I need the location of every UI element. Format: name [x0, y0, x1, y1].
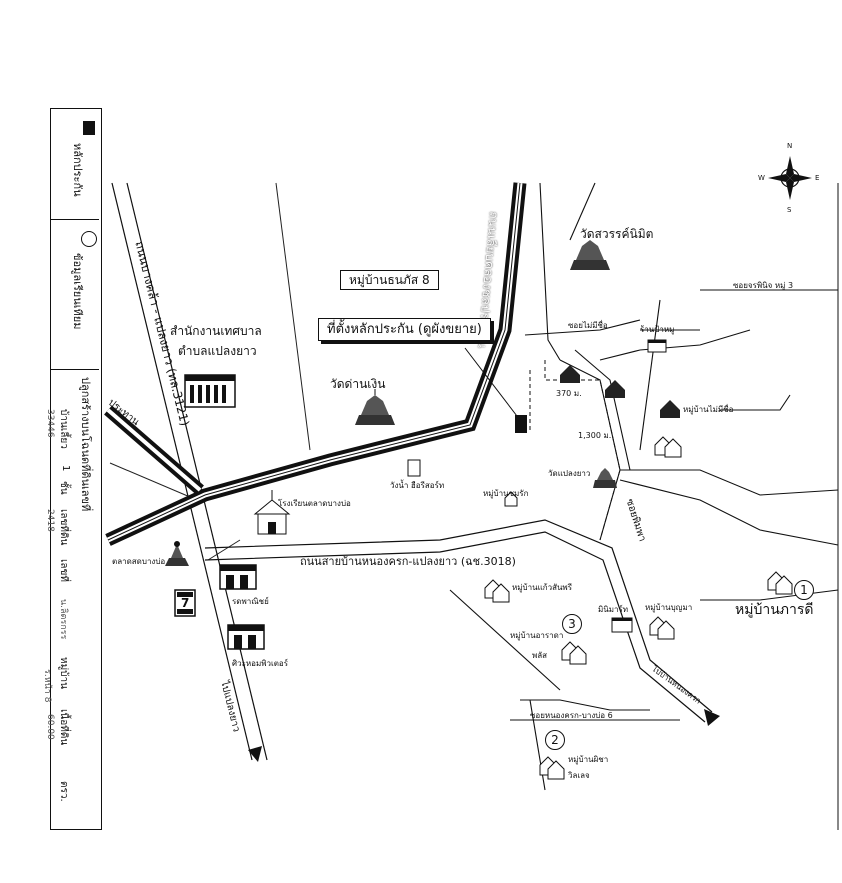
compass-e: E [815, 174, 820, 182]
village-no-value: 1 [60, 465, 71, 472]
area-value: 60.00 [45, 714, 55, 740]
deed-header: ปลูกสร้างบนโฉนดที่ดินเลขที่ [79, 377, 92, 512]
marker-num-2: 2 [545, 730, 565, 750]
shop-icon [647, 339, 667, 353]
label-village-chomrak: หมู่บ้านชมรัก [483, 489, 529, 498]
area-unit: ตรว. [58, 781, 69, 802]
subdistrict-value: น.ลิตรกรร [58, 599, 68, 640]
minor-road-3 [207, 539, 241, 561]
compass-s: S [787, 206, 792, 214]
label-village-arada-2: พลัส [532, 651, 548, 660]
label-municipal-office-1: สำนักงานเทศบาล [170, 324, 262, 338]
label-village-thanaphon: หมู่บ้านธนภัส 8 [340, 270, 439, 290]
label-seven-eleven: 7 [181, 596, 190, 610]
label-village-phisa-2: วิลเลจ [568, 771, 590, 780]
label-village-phisa-1: หมู่บ้านผิชา [568, 755, 609, 764]
land-no-value: 2418 [45, 509, 55, 532]
legend-site-label: ข้อมูลเรียนเทียม [71, 253, 84, 330]
road-prathan [104, 405, 204, 495]
label-village-bunma: หมู่บ้านบุญมา [645, 603, 693, 612]
label-village-phaphada: หมู่บ้านภารดี [735, 602, 814, 618]
label-village-arada-1: หมู่บ้านอาราดา [510, 631, 564, 640]
road-arrow [248, 746, 262, 762]
seven-eleven-icon [174, 589, 196, 617]
area-label: เนื้อที่ดิน [58, 709, 69, 746]
village-no-label: บ้านเลี้ยว [58, 409, 69, 449]
road-canal [105, 182, 527, 546]
label-pork-shop: ร้านป้าหมู [640, 325, 675, 334]
label-wat-sawan: วัดสวรรค์นิมิต [580, 227, 654, 241]
label-wat-dan-ngoen: วัดด่านเงิน [330, 377, 386, 391]
temple-icon [570, 240, 610, 270]
boundary-mark-icon [83, 121, 95, 135]
label-market: ตลาดสดบางบ่อ [112, 557, 166, 566]
label-water-tank: วังน้ำ ฮือรีสอร์ท [390, 481, 445, 490]
road-label-sai: ถนนสายบ้านหนองครก-แปลงยาว (ฉช.3018) [300, 555, 516, 568]
label-dist-1300: 1,300 ม. [578, 431, 612, 440]
market-icon [165, 541, 189, 566]
temple-icon [593, 468, 617, 488]
road-label-soi-phinit: ซอยจรพินิจ หมู่ 3 [733, 281, 794, 290]
water-tank-icon [407, 459, 421, 477]
site-leader [464, 347, 521, 421]
site-marker [515, 415, 527, 433]
legend-boundary-label: หลักประกัน [71, 143, 84, 197]
floor-label: ชั้น [58, 481, 69, 495]
legend-cell-deed: ปลูกสร้างบนโฉนดที่ดินเลขที่ บ้านเลี้ยว 1… [42, 369, 99, 829]
minor-road-1 [275, 182, 311, 451]
road-label-soi-nongkhrok: ซอยหนองครก-บางบ่อ 6 [530, 711, 613, 720]
land-no-label: เลขที่ [58, 559, 69, 582]
label-shop-2: ศิวะหอมพิวเตอร์ [232, 659, 289, 668]
label-municipal-office-2: ตำบลแปลงยาว [178, 344, 257, 358]
sai-road-arrow [704, 709, 720, 726]
school-icon [253, 490, 291, 535]
label-collateral-site: ที่ตั้งหลักประกัน (ดูผังขยาย) [318, 318, 491, 341]
office-building-icon [184, 374, 236, 408]
marker-num-1: 1 [794, 580, 814, 600]
legend-panel: หลักประกัน ข้อมูลเรียนเทียม ปลูกสร้างบนโ… [42, 108, 102, 830]
label-wat-plaengyao: วัดแปลงยาว [548, 469, 591, 478]
compass-n: N [787, 142, 793, 150]
road-label-soi-no-name: ซอยไม่มีชื่อ [568, 321, 608, 330]
legend-cell-boundary: หลักประกัน [51, 109, 99, 220]
label-school: โรงเรียนตลาดบางบ่อ [278, 499, 351, 508]
site-circle-icon [81, 231, 97, 247]
shop-icon [227, 624, 265, 650]
legend-cell-site: ข้อมูลเรียนเทียม [51, 219, 99, 370]
label-village-kaewsanpree: หมู่บ้านแก้วสันพรี [512, 583, 572, 592]
compass-w: W [758, 174, 765, 182]
compass-rose [768, 156, 812, 200]
minor-road-2 [109, 462, 191, 498]
village-icon [484, 436, 793, 780]
label-village-no-name: หมู่บ้านไม่มีชื่อ [683, 405, 734, 414]
house-markers [560, 365, 680, 418]
route-dashed [544, 360, 621, 541]
road-sai [204, 519, 713, 723]
shop-icon [219, 564, 257, 590]
page-note: ร.หน้า 8 [42, 669, 52, 703]
temple-icon [355, 389, 395, 425]
label-shop-1: รดพาณิชย์ [232, 597, 269, 606]
deed-no-value: 33446 [45, 409, 55, 438]
label-dist-370: 370 ม. [556, 389, 582, 398]
village-label: หมู่บ้าน [58, 657, 69, 689]
deed-no-label: เลขที่ดิน [58, 509, 69, 546]
marker-num-3: 3 [562, 614, 582, 634]
shop-icon [611, 617, 633, 633]
label-minimart: มินิมาร์ท [598, 605, 629, 614]
